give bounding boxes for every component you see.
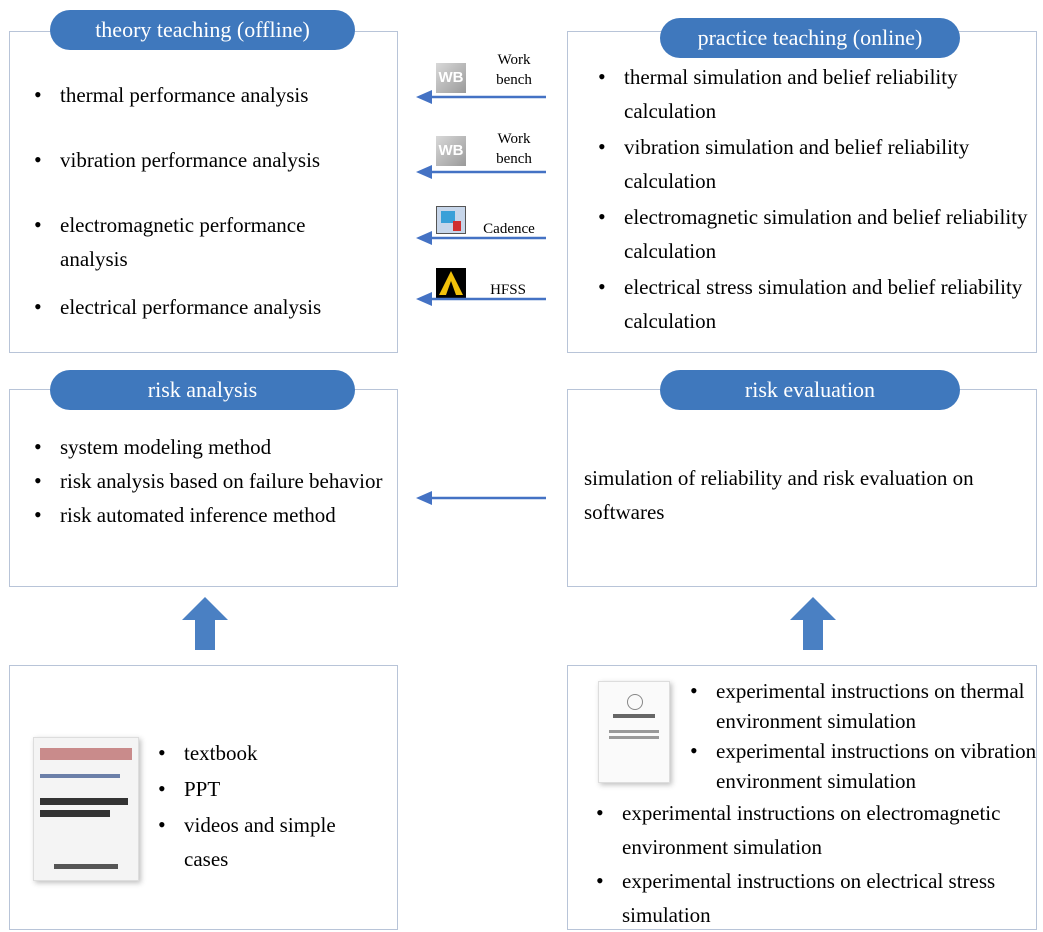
theory-item: electrical performance analysis: [16, 290, 394, 324]
cadence-label: Cadence: [483, 221, 535, 237]
hfss-label: HFSS: [490, 282, 526, 298]
workbench-label-line: Work: [497, 131, 531, 147]
risk-evaluation-text: simulation of reliability and risk evalu…: [584, 466, 974, 524]
theory-list: thermal performance analysis vibration p…: [16, 78, 394, 324]
cadence-icon: [436, 206, 466, 234]
hfss-icon: [436, 268, 466, 298]
instructions-cover-image: [598, 681, 670, 783]
textbook-cover-image: [33, 737, 139, 881]
workbench-label-line: Work: [497, 52, 531, 68]
workbench-label: Work bench: [484, 129, 544, 169]
risk-evaluation-title: risk evaluation: [660, 370, 960, 410]
risk-analysis-item: risk analysis based on failure behavior: [16, 464, 386, 498]
arrowhead-icon: [416, 292, 432, 306]
arrowhead-icon: [416, 165, 432, 179]
resources-right-item: experimental instructions on electrical …: [578, 864, 1022, 932]
resources-right-item: experimental instructions on vibration e…: [672, 736, 1043, 796]
practice-teaching-title: practice teaching (online): [660, 18, 960, 58]
theory-teaching-title: theory teaching (offline): [50, 10, 355, 50]
risk-evaluation-box: [567, 389, 1037, 587]
resources-right-item: experimental instructions on thermal env…: [672, 676, 1043, 736]
up-arrow-icon: [790, 597, 836, 650]
practice-item: vibration simulation and belief reliabil…: [580, 130, 1035, 198]
workbench-icon: WB: [436, 63, 466, 93]
resources-left-list: textbook PPT videos and simple cases: [140, 736, 390, 876]
resources-left-item: videos and simple cases: [140, 808, 374, 876]
risk-analysis-item: risk automated inference method: [16, 498, 386, 532]
arrowhead-icon: [416, 231, 432, 245]
workbench-label-line: bench: [496, 151, 532, 167]
resources-left-item: textbook: [140, 736, 390, 770]
workbench-label-line: bench: [496, 72, 532, 88]
resources-right-list-a: experimental instructions on thermal env…: [672, 676, 1040, 796]
resources-left-item: PPT: [140, 772, 390, 806]
theory-item: thermal performance analysis: [16, 78, 394, 112]
risk-analysis-title: risk analysis: [50, 370, 355, 410]
practice-list: thermal simulation and belief reliabilit…: [580, 60, 1035, 338]
up-arrow-icon: [182, 597, 228, 650]
arrowhead-icon: [416, 491, 432, 505]
practice-item: electromagnetic simulation and belief re…: [580, 200, 1035, 268]
resources-right-item: experimental instructions on electromagn…: [578, 796, 1022, 864]
resources-right-list-b: experimental instructions on electromagn…: [578, 796, 1038, 932]
theory-item: electromagnetic performance analysis: [16, 208, 360, 276]
arrowhead-icon: [416, 90, 432, 104]
workbench-label: Work bench: [484, 50, 544, 90]
risk-analysis-item: system modeling method: [16, 430, 386, 464]
risk-analysis-list: system modeling method risk analysis bas…: [16, 430, 386, 532]
practice-item: electrical stress simulation and belief …: [580, 270, 1035, 338]
practice-item: thermal simulation and belief reliabilit…: [580, 60, 1035, 128]
theory-item: vibration performance analysis: [16, 143, 394, 177]
workbench-icon: WB: [436, 136, 466, 166]
